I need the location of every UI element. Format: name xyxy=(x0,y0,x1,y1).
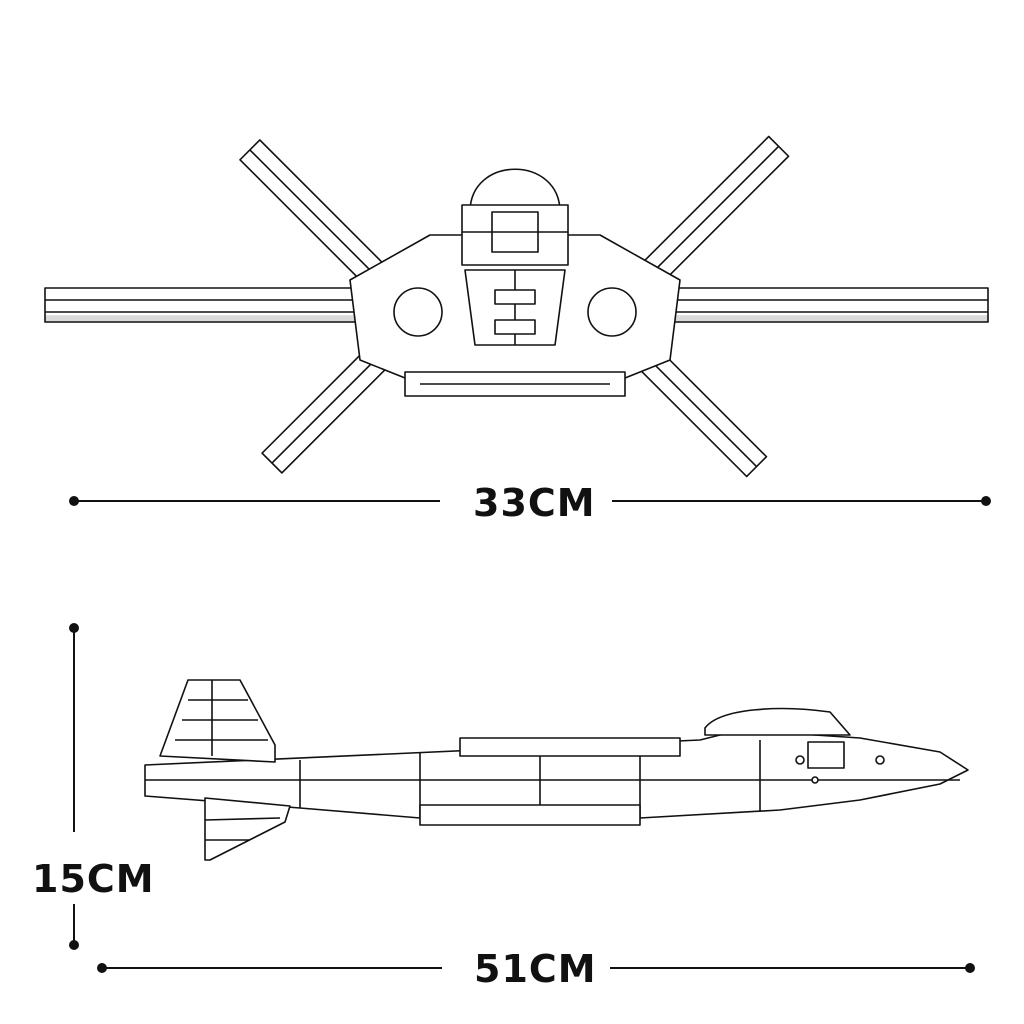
left-intake xyxy=(393,287,443,337)
length-label: 51CM xyxy=(466,950,605,988)
width-label: 33CM xyxy=(465,484,604,522)
front-canopy xyxy=(461,168,569,266)
right-intake xyxy=(587,287,637,337)
dimension-line-length xyxy=(97,963,975,973)
front-fuselage xyxy=(349,234,681,397)
side-ventral-fin xyxy=(204,797,291,861)
dimension-line-height xyxy=(69,623,79,950)
side-fuselage xyxy=(144,729,969,826)
dimension-line-width xyxy=(69,496,991,506)
front-view-aircraft xyxy=(44,135,989,478)
right-wing xyxy=(659,287,989,323)
side-vertical-tail xyxy=(159,679,276,763)
height-label: 15CM xyxy=(30,854,157,904)
side-canopy xyxy=(704,707,851,736)
left-wing xyxy=(44,287,366,323)
side-view-aircraft xyxy=(144,679,969,861)
